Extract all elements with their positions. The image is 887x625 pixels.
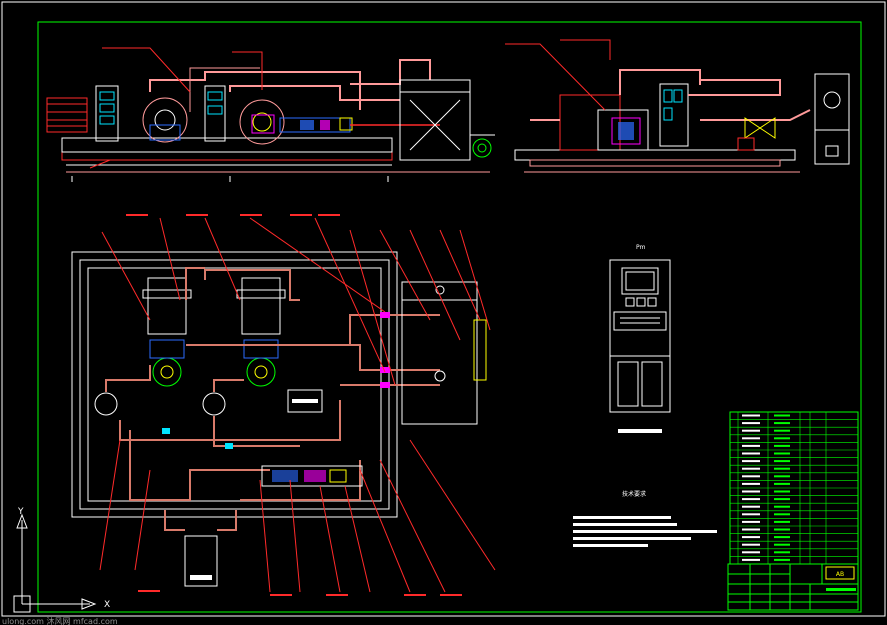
title-block: AB bbox=[727, 563, 859, 611]
parts-list-cell bbox=[774, 467, 790, 470]
parts-list-cell bbox=[742, 558, 760, 561]
parts-list-cell bbox=[742, 429, 760, 432]
parts-list-cell bbox=[774, 543, 790, 546]
parts-list-cell bbox=[774, 490, 790, 493]
parts-list-cell bbox=[774, 536, 790, 539]
parts-list-cell bbox=[774, 505, 790, 508]
parts-list-cell bbox=[774, 513, 790, 516]
ucs-axis-icon: Y X bbox=[13, 507, 110, 613]
parts-list-table bbox=[729, 411, 859, 565]
parts-list-cell bbox=[742, 543, 760, 546]
parts-list-cell bbox=[774, 414, 790, 417]
parts-list-cell bbox=[774, 422, 790, 425]
parts-list-cell bbox=[774, 520, 790, 523]
parts-list-cell bbox=[774, 429, 790, 432]
parts-list-cell bbox=[742, 505, 760, 508]
gauge-icon bbox=[823, 91, 841, 109]
parts-list-cell bbox=[742, 460, 760, 463]
parts-list-cell bbox=[774, 558, 790, 561]
title-block-stamp: AB bbox=[836, 571, 844, 578]
plan-view bbox=[71, 214, 496, 596]
ucs-x-label: X bbox=[104, 600, 110, 610]
parts-list-cell bbox=[742, 475, 760, 478]
parts-list-cell bbox=[742, 498, 760, 501]
technical-notes: 技术要求 bbox=[573, 490, 717, 547]
parts-list-cell bbox=[742, 528, 760, 531]
parts-list-cell bbox=[742, 482, 760, 485]
parts-list-cell bbox=[774, 444, 790, 447]
parts-list-cell bbox=[742, 551, 760, 554]
parts-list-cell bbox=[742, 513, 760, 516]
parts-list-cell bbox=[742, 414, 760, 417]
parts-list-cell bbox=[774, 498, 790, 501]
notes-heading: 技术要求 bbox=[622, 490, 646, 498]
parts-list-cell bbox=[742, 490, 760, 493]
parts-list-cell bbox=[774, 460, 790, 463]
parts-list-cell bbox=[742, 536, 760, 539]
ucs-y-label: Y bbox=[17, 507, 24, 517]
panel-title: Pm bbox=[636, 244, 646, 251]
parts-list-cell bbox=[774, 452, 790, 455]
watermark: ulong.com 沐风网 mfcad.com bbox=[2, 616, 118, 625]
parts-list-cell bbox=[774, 475, 790, 478]
parts-list-cell bbox=[774, 528, 790, 531]
parts-list-cell bbox=[742, 467, 760, 470]
parts-list-cell bbox=[774, 482, 790, 485]
parts-list-cell bbox=[742, 452, 760, 455]
drawing-frame bbox=[37, 21, 862, 613]
parts-list-cell bbox=[774, 437, 790, 440]
parts-list-cell bbox=[742, 437, 760, 440]
parts-list-cell bbox=[742, 444, 760, 447]
parts-list-cell bbox=[774, 551, 790, 554]
control-panel-elevation: Pm bbox=[609, 244, 671, 433]
parts-list-cell bbox=[742, 520, 760, 523]
front-elevation-view bbox=[46, 47, 495, 182]
parts-list-cell bbox=[742, 422, 760, 425]
side-elevation-view bbox=[505, 39, 850, 173]
